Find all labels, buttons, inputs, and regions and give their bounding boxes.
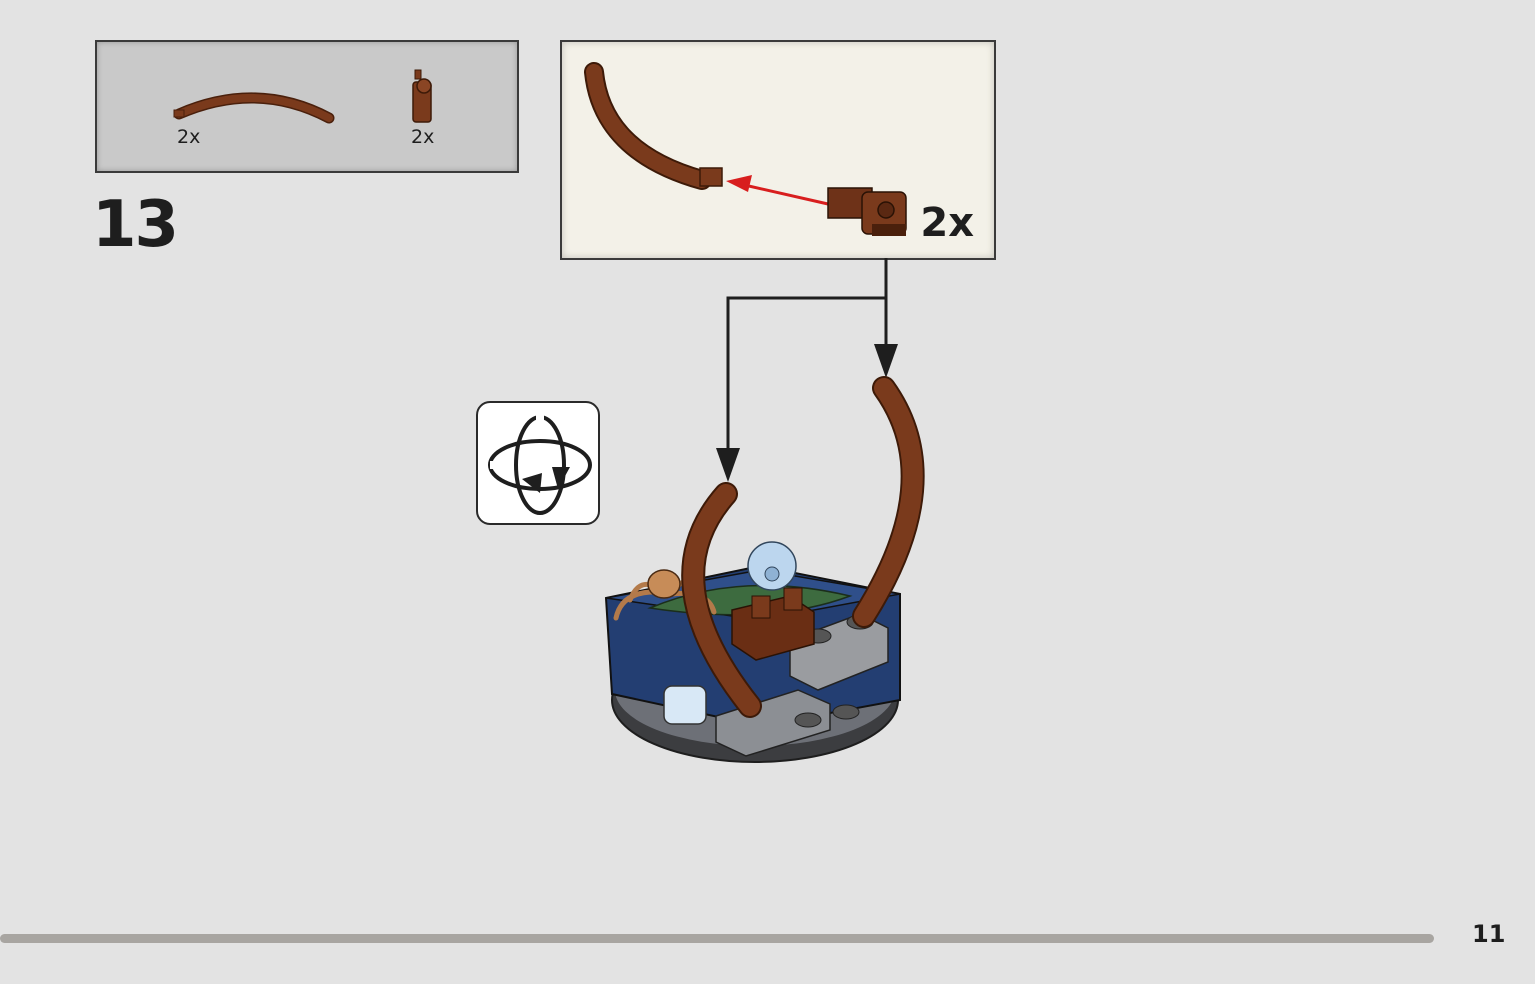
rotate-arrows-icon — [488, 413, 592, 515]
progress-bar — [0, 934, 1434, 943]
step-number: 13 — [92, 188, 179, 262]
rotate-model-icon — [476, 401, 600, 525]
sub-assembly-quantity: 2x — [920, 200, 974, 246]
part-quantity-clip: 2x — [411, 126, 435, 148]
page-number: 11 — [1472, 920, 1506, 948]
curved-brown-tube-icon — [173, 92, 335, 124]
sub-assembly-illustration — [584, 62, 907, 236]
parts-list-box: 2x 2x — [95, 40, 519, 173]
brown-clip-connector-icon — [412, 69, 432, 123]
part-quantity-tube: 2x — [177, 126, 201, 148]
sub-assembly-box: 2x — [560, 40, 996, 260]
